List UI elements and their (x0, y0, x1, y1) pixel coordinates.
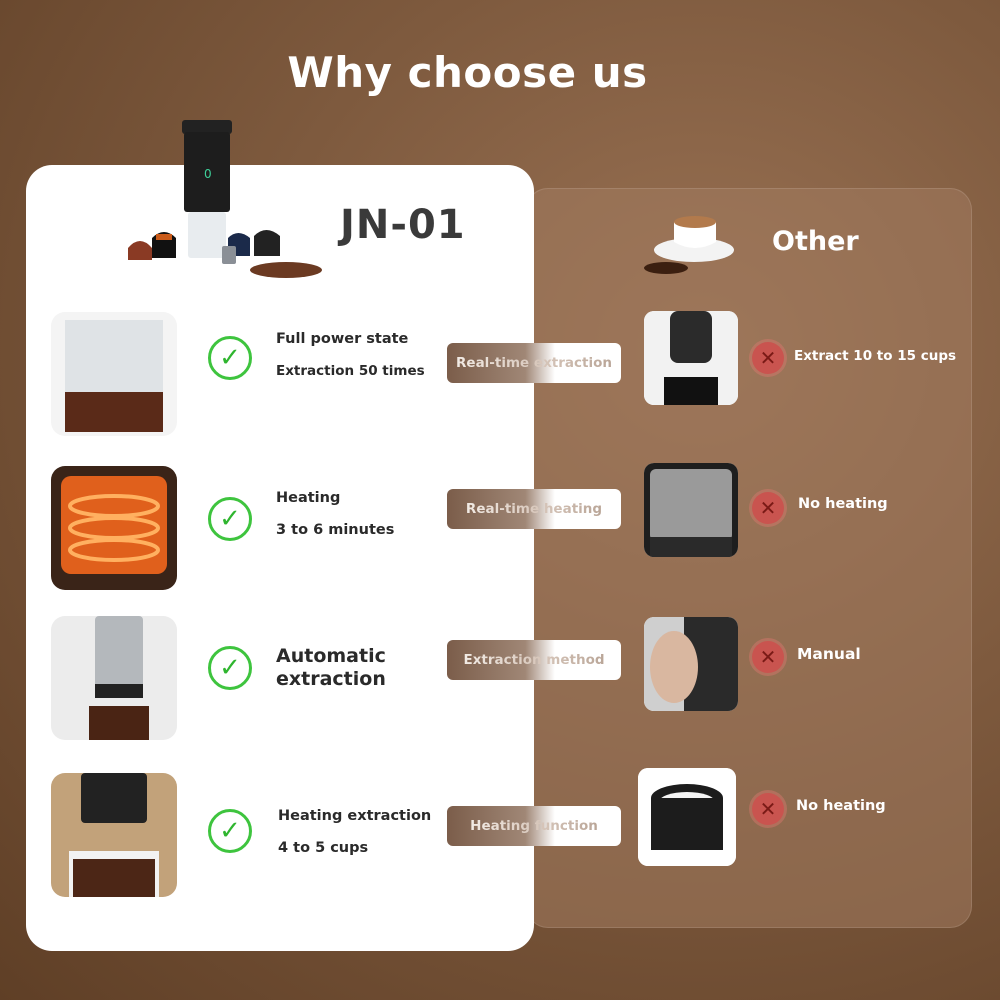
competitor-panel (526, 188, 972, 928)
coffee-machine-image: 0 (128, 120, 322, 278)
competitor-nozzle-image (638, 768, 736, 866)
feature-line: Full power state (276, 331, 409, 347)
feature-line: Heating (276, 490, 341, 506)
competitor-feature: Extract 10 to 15 cups (794, 348, 957, 364)
competitor-feature: Manual (797, 645, 861, 663)
feature-line: Heating extraction (278, 808, 432, 824)
competitor-manual-image (644, 617, 738, 711)
category-label: Heating function (447, 806, 621, 846)
check-icon: ✓ (208, 336, 252, 380)
check-icon: ✓ (208, 646, 252, 690)
automatic-extraction-image (51, 616, 177, 740)
competitor-name: Other (772, 226, 859, 257)
coffee-cup-image (644, 216, 734, 274)
competitor-heating-image (644, 463, 738, 557)
feature-line: Extraction 50 times (276, 363, 425, 379)
heating-extraction-image (51, 773, 177, 897)
competitor-extraction-image (644, 311, 738, 405)
brand-name: JN-01 (340, 202, 466, 248)
category-label: Extraction method (447, 640, 621, 680)
check-icon: ✓ (208, 497, 252, 541)
category-label: Real-time heating (447, 489, 621, 529)
check-icon: ✓ (208, 809, 252, 853)
feature-line: extraction (276, 668, 386, 690)
heating-image (51, 466, 177, 590)
feature-line: 3 to 6 minutes (276, 522, 395, 538)
cross-icon: ✕ (752, 492, 784, 524)
feature-line: 4 to 5 cups (278, 840, 369, 856)
competitor-feature: No heating (798, 496, 888, 512)
extraction-image (51, 312, 177, 436)
page-title: Why choose us (287, 48, 648, 97)
svg-text:0: 0 (204, 167, 212, 181)
cross-icon: ✕ (752, 342, 784, 374)
competitor-feature: No heating (796, 798, 886, 814)
cross-icon: ✕ (752, 793, 784, 825)
feature-line: Automatic (276, 645, 386, 667)
cross-icon: ✕ (752, 641, 784, 673)
category-label: Real-time extraction (447, 343, 621, 383)
